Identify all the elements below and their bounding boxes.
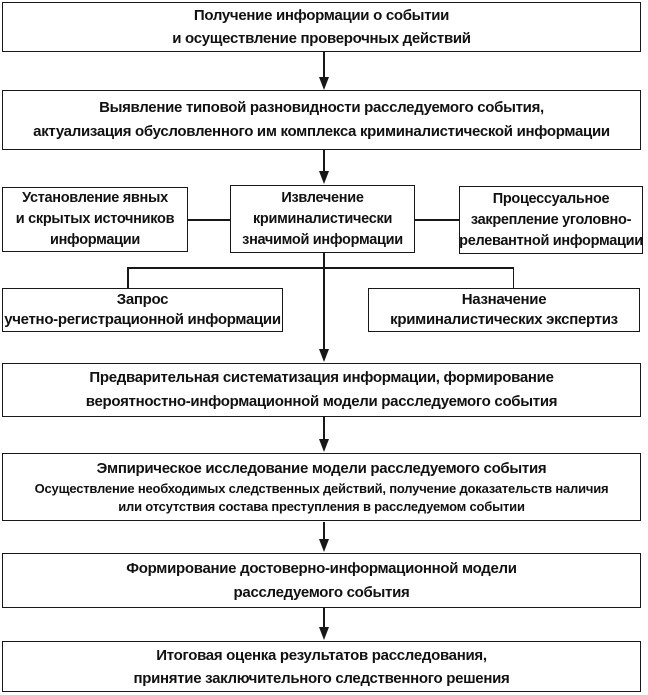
- text-line: вероятностно-информационной модели рассл…: [85, 393, 558, 410]
- text-line: Выявление типовой разновидности расследу…: [99, 99, 544, 116]
- text-line: Получение информации о событии: [193, 7, 450, 24]
- text-line: информации: [49, 232, 141, 248]
- arrow-down-icon: [319, 439, 329, 452]
- arrow-line: [323, 52, 325, 79]
- arrow-line: [323, 417, 325, 440]
- arrow-down-icon: [319, 77, 329, 90]
- step-records-request: Запрос учетно-регистрационной информации: [2, 288, 283, 332]
- arrow-down-icon: [319, 349, 329, 362]
- text-line: Назначение: [461, 291, 547, 308]
- text-line: криминалистически: [252, 210, 393, 227]
- arrow-down-icon: [319, 171, 329, 184]
- text-line: актуализация обусловленного им комплекса…: [33, 123, 610, 140]
- text-line: учетно-регистрационной информации: [4, 311, 281, 328]
- arrow-line: [323, 253, 325, 350]
- step-preliminary-systematization: Предварительная систематизация информаци…: [2, 363, 641, 417]
- step-final-assessment: Итоговая оценка результатов расследовани…: [2, 641, 641, 692]
- text-line: и осуществление проверочных действий: [172, 30, 471, 47]
- text-line: Предварительная систематизация информаци…: [89, 369, 554, 386]
- text-line: и скрытых источников: [15, 211, 175, 227]
- text-line: закрепление уголовно-: [470, 211, 632, 228]
- arrow-line: [323, 608, 325, 629]
- connector-line: [127, 267, 129, 288]
- text-line: принятие заключительного следственного р…: [133, 669, 510, 687]
- text-line: релевантной информации: [459, 232, 643, 249]
- connector-line: [512, 267, 515, 288]
- step-extract-info: Извлечение криминалистически значимой ин…: [230, 185, 415, 253]
- text-line: или отсутствия состава преступления в ра…: [118, 499, 525, 514]
- arrow-line: [323, 522, 325, 541]
- text-line: Формирование достоверно-информационной м…: [126, 559, 517, 577]
- arrow-line: [323, 150, 325, 173]
- step-identify-sources: Установление явных и скрытых источников …: [2, 187, 188, 252]
- connector-line: [415, 219, 459, 221]
- text-line: Установление явных: [22, 190, 168, 206]
- text-line: Извлечение: [281, 189, 364, 206]
- text-line: криминалистических экспертиз: [390, 311, 618, 328]
- step-empirical-research: Эмпирическое исследование модели расслед…: [2, 453, 641, 521]
- step-expert-assignment: Назначение криминалистических экспертиз: [368, 288, 640, 332]
- step-procedural-fixation: Процессуальное закрепление уголовно- рел…: [459, 186, 643, 254]
- arrow-down-icon: [319, 627, 329, 640]
- step-reliable-model: Формирование достоверно-информационной м…: [2, 553, 641, 608]
- connector-line: [127, 267, 514, 269]
- text-line: Итоговая оценка результатов расследовани…: [156, 646, 487, 664]
- text-line: Эмпирическое исследование модели расслед…: [96, 459, 547, 477]
- text-line: значимой информации: [242, 231, 403, 248]
- text-line: Запрос: [116, 291, 169, 308]
- text-line: расследуемого события: [233, 583, 410, 601]
- text-line: Процессуальное: [492, 190, 610, 207]
- connector-line: [188, 219, 230, 221]
- text-line: Осуществление необходимых следственных д…: [34, 480, 609, 496]
- arrow-down-icon: [319, 539, 329, 552]
- step-identify-type: Выявление типовой разновидности расследу…: [2, 90, 641, 150]
- step-receive-info: Получение информации о событии и осущест…: [2, 2, 641, 52]
